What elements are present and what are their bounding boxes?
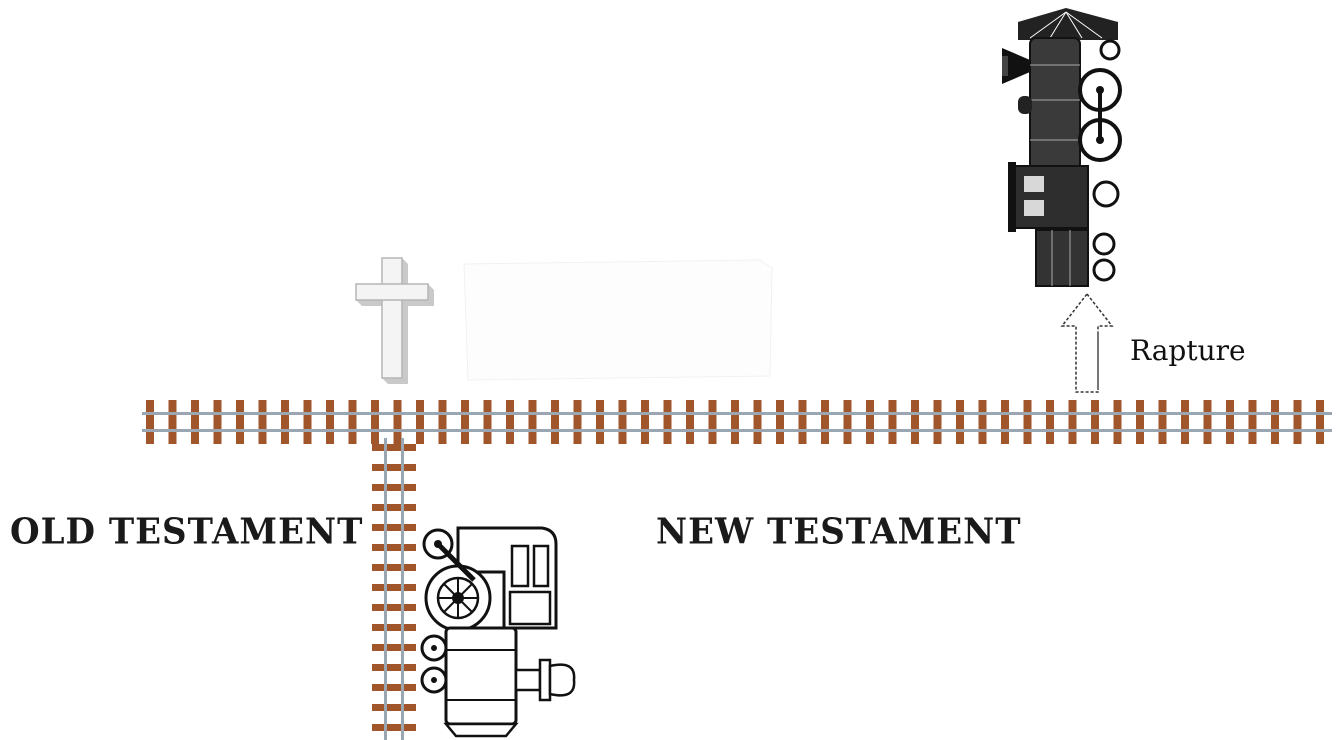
railroad-tie	[372, 584, 416, 591]
old-testament-label: OLD TESTAMENT	[10, 511, 363, 553]
railroad-tie	[372, 704, 416, 711]
up-arrow-icon	[1058, 292, 1116, 396]
railroad-tie	[439, 400, 447, 444]
railroad-tie	[551, 400, 559, 444]
railroad-tie	[979, 400, 987, 444]
railroad-tie	[461, 400, 469, 444]
railroad-tie	[956, 400, 964, 444]
railroad-tie	[372, 524, 416, 531]
railroad-tie	[821, 400, 829, 444]
railroad-tie	[1181, 400, 1189, 444]
railroad-tie	[1316, 400, 1324, 444]
cross-icon	[352, 254, 436, 386]
railroad-tie	[664, 400, 672, 444]
branch-railroad-track	[370, 438, 418, 740]
railroad-tie	[372, 664, 416, 671]
railroad-tie	[709, 400, 717, 444]
railroad-tie	[372, 644, 416, 651]
railroad-tie	[1136, 400, 1144, 444]
railroad-tie	[372, 564, 416, 571]
railroad-tie	[326, 400, 334, 444]
railroad-tie	[214, 400, 222, 444]
railroad-tie	[686, 400, 694, 444]
railroad-tie	[372, 724, 416, 731]
new-testament-label: NEW TESTAMENT	[656, 511, 1022, 553]
old-testament-locomotive-icon	[414, 520, 584, 738]
railroad-tie	[372, 464, 416, 471]
railroad-tie	[1204, 400, 1212, 444]
railroad-tie	[372, 484, 416, 491]
railroad-tie	[529, 400, 537, 444]
railroad-tie	[1159, 400, 1167, 444]
railroad-tie	[169, 400, 177, 444]
railroad-tie	[731, 400, 739, 444]
railroad-tie	[574, 400, 582, 444]
railroad-tie	[619, 400, 627, 444]
railroad-tie	[1271, 400, 1279, 444]
railroad-tie	[866, 400, 874, 444]
railroad-tie	[484, 400, 492, 444]
rapture-locomotive-icon	[1000, 8, 1132, 290]
railroad-tie	[372, 624, 416, 631]
rapture-label: Rapture	[1130, 334, 1246, 367]
railroad-tie	[1024, 400, 1032, 444]
railroad-tie	[596, 400, 604, 444]
railroad-tie	[372, 504, 416, 511]
railroad-tie	[372, 604, 416, 611]
railroad-tie	[1001, 400, 1009, 444]
railroad-tie	[1294, 400, 1302, 444]
railroad-tie	[372, 444, 416, 451]
railroad-tie	[506, 400, 514, 444]
railroad-tie	[372, 684, 416, 691]
railroad-tie	[754, 400, 762, 444]
railroad-tie	[799, 400, 807, 444]
railroad-tie	[372, 544, 416, 551]
railroad-tie	[934, 400, 942, 444]
main-railroad-track	[142, 398, 1332, 446]
railroad-tie	[889, 400, 897, 444]
blank-sign	[460, 258, 776, 382]
railroad-tie	[1091, 400, 1099, 444]
railroad-tie	[146, 400, 154, 444]
railroad-tie	[911, 400, 919, 444]
railroad-tie	[281, 400, 289, 444]
railroad-tie	[236, 400, 244, 444]
railroad-tie	[641, 400, 649, 444]
railroad-tie	[304, 400, 312, 444]
railroad-tie	[1046, 400, 1054, 444]
railroad-tie	[844, 400, 852, 444]
railroad-tie	[349, 400, 357, 444]
railroad-tie	[1249, 400, 1257, 444]
railroad-tie	[1114, 400, 1122, 444]
railroad-tie	[1226, 400, 1234, 444]
railroad-tie	[776, 400, 784, 444]
railroad-tie	[191, 400, 199, 444]
railroad-tie	[1069, 400, 1077, 444]
railroad-tie	[259, 400, 267, 444]
